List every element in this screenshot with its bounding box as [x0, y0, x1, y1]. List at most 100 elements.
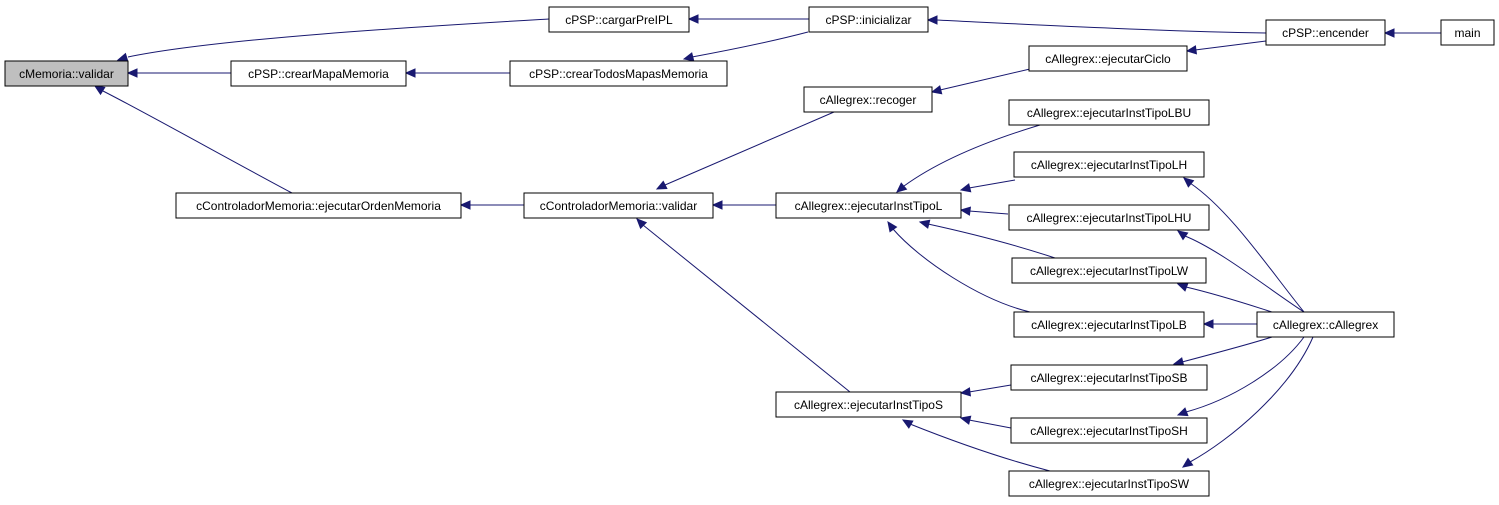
arrowhead [636, 218, 648, 230]
edge-line [909, 423, 1051, 472]
edge-line [968, 419, 1012, 429]
node-cargar-prelpl[interactable]: cPSP::cargarPreIPL [548, 6, 690, 33]
node-tipo-l[interactable]: cAllegrex::ejecutarInstTipoL [775, 192, 962, 219]
edge-line [1185, 336, 1305, 413]
arrowhead [1383, 28, 1395, 38]
node-label: cPSP::crearTodosMapasMemoria [529, 67, 708, 81]
edge-tipo_l-to-ctrl_validar [711, 200, 776, 210]
arrowhead [116, 52, 129, 62]
edge-tipo_s-to-ctrl_validar [636, 218, 851, 393]
edge-ejecutar_ciclo-to-recoger [930, 68, 1031, 95]
node-tipo-sw[interactable]: cAllegrex::ejecutarInstTipoSW [1008, 470, 1210, 497]
arrowhead [404, 68, 416, 78]
edge-line [127, 18, 550, 58]
arrowhead [1176, 407, 1189, 417]
node-label: cControladorMemoria::validar [540, 199, 697, 213]
node-inicializar[interactable]: cPSP::inicializar [808, 6, 929, 33]
edge-tipo_sw-to-tipo_s [901, 419, 1051, 472]
arrowhead [1176, 230, 1189, 241]
edge-tipo_sb-to-tipo_s [959, 384, 1012, 397]
edge-callegrex-to-tipo_sh [1176, 336, 1305, 417]
edge-ctrl_validar-to-ejecutar_orden [459, 200, 524, 210]
edge-tipo_sh-to-tipo_s [959, 415, 1012, 429]
edge-crear_todos-to-crear_mapa [404, 68, 510, 78]
edge-callegrex-to-tipo_sw [1181, 336, 1314, 468]
edge-crear_mapa-to-memoria_validar [126, 68, 231, 78]
edge-line [968, 179, 1016, 189]
node-recoger[interactable]: cAllegrex::recoger [803, 86, 933, 113]
node-label: cAllegrex::ejecutarInstTipoLW [1030, 264, 1189, 278]
node-main[interactable]: main [1440, 19, 1495, 46]
node-label: cAllegrex::ejecutarCiclo [1045, 52, 1171, 66]
edge-line [1181, 336, 1273, 363]
arrowhead [459, 200, 471, 210]
edge-line [1185, 286, 1273, 313]
node-label: cAllegrex::ejecutarInstTipoSH [1030, 424, 1188, 438]
edge-line [1189, 336, 1314, 463]
edge-line [927, 223, 1056, 259]
arrowhead [1185, 45, 1198, 55]
nodes-layer: cMemoria::validar cPSP::cargarPreIPL cPS… [4, 6, 1495, 497]
node-label: cAllegrex::ejecutarInstTipoL [795, 199, 943, 213]
node-ejecutar-orden[interactable]: cControladorMemoria::ejecutarOrdenMemori… [175, 192, 462, 219]
node-tipo-lh[interactable]: cAllegrex::ejecutarInstTipoLH [1013, 151, 1205, 178]
arrowhead [1181, 457, 1194, 468]
node-tipo-s[interactable]: cAllegrex::ejecutarInstTipoS [775, 391, 962, 418]
edge-ejecutar_orden-to-memoria_validar [93, 85, 293, 194]
node-label: cPSP::inicializar [825, 13, 911, 27]
edge-line [939, 68, 1031, 91]
node-tipo-lw[interactable]: cAllegrex::ejecutarInstTipoLW [1011, 257, 1207, 284]
edge-line [664, 111, 835, 186]
arrowhead [1202, 319, 1214, 329]
edge-callegrex-to-tipo_lb [1202, 319, 1257, 329]
node-label: cAllegrex::ejecutarInstTipoS [794, 398, 943, 412]
arrowhead [959, 415, 972, 425]
edge-line [102, 90, 293, 194]
edge-callegrex-to-tipo_lh [1183, 177, 1305, 313]
node-memoria-validar[interactable]: cMemoria::validar [4, 60, 129, 87]
edge-line [1194, 40, 1267, 51]
edge-tipo_lh-to-tipo_l [959, 179, 1016, 193]
edge-recoger-to-ctrl_validar [655, 111, 835, 190]
arrowhead [126, 68, 138, 78]
arrowhead [887, 220, 898, 233]
node-tipo-lb[interactable]: cAllegrex::ejecutarInstTipoLB [1013, 311, 1205, 338]
arrowhead [687, 14, 699, 24]
arrowhead [1183, 177, 1195, 188]
node-encender[interactable]: cPSP::encender [1265, 19, 1386, 46]
edge-inicializar-to-cargar_prelpl [687, 14, 809, 24]
edge-tipo_lbu-to-tipo_l [896, 124, 1041, 193]
edge-callegrex-to-tipo_lw [1176, 282, 1273, 313]
arrowhead [959, 387, 972, 397]
edge-callegrex-to-tipo_lhu [1176, 230, 1305, 313]
edge-encender-to-ejecutar_ciclo [1185, 40, 1267, 55]
node-label: cAllegrex::ejecutarInstTipoLB [1031, 318, 1187, 332]
edge-encender-to-inicializar [926, 15, 1267, 34]
node-label: cAllegrex::ejecutarInstTipoLBU [1027, 106, 1191, 120]
edge-tipo_lhu-to-tipo_l [959, 206, 1009, 216]
arrowhead [930, 85, 943, 95]
node-crear-todos[interactable]: cPSP::crearTodosMapasMemoria [509, 60, 728, 87]
edge-tipo_lw-to-tipo_l [918, 219, 1056, 259]
node-ctrl-validar[interactable]: cControladorMemoria::validar [523, 192, 714, 219]
node-crear-mapa[interactable]: cPSP::crearMapaMemoria [230, 60, 407, 87]
node-ejecutar-ciclo[interactable]: cAllegrex::ejecutarCiclo [1028, 45, 1188, 72]
node-label: cAllegrex::ejecutarInstTipoLH [1031, 158, 1187, 172]
edge-line [1184, 235, 1305, 313]
node-label: cAllegrex::cAllegrex [1273, 318, 1378, 332]
edge-line [935, 19, 1267, 34]
node-tipo-lhu[interactable]: cAllegrex::ejecutarInstTipoLHU [1008, 204, 1210, 231]
node-tipo-sh[interactable]: cAllegrex::ejecutarInstTipoSH [1010, 417, 1208, 444]
arrowhead [926, 15, 938, 25]
node-tipo-sb[interactable]: cAllegrex::ejecutarInstTipoSB [1010, 364, 1208, 391]
node-callegrex[interactable]: cAllegrex::cAllegrex [1256, 311, 1395, 338]
node-label: cMemoria::validar [19, 67, 114, 81]
edge-main-to-encender [1383, 28, 1441, 38]
node-tipo-lbu[interactable]: cAllegrex::ejecutarInstTipoLBU [1008, 99, 1210, 126]
arrowhead [655, 180, 668, 190]
arrowhead [959, 183, 972, 193]
edge-inicializar-to-crear_todos [682, 31, 809, 62]
edge-callegrex-to-tipo_sb [1172, 336, 1273, 367]
arrowhead [682, 52, 695, 62]
